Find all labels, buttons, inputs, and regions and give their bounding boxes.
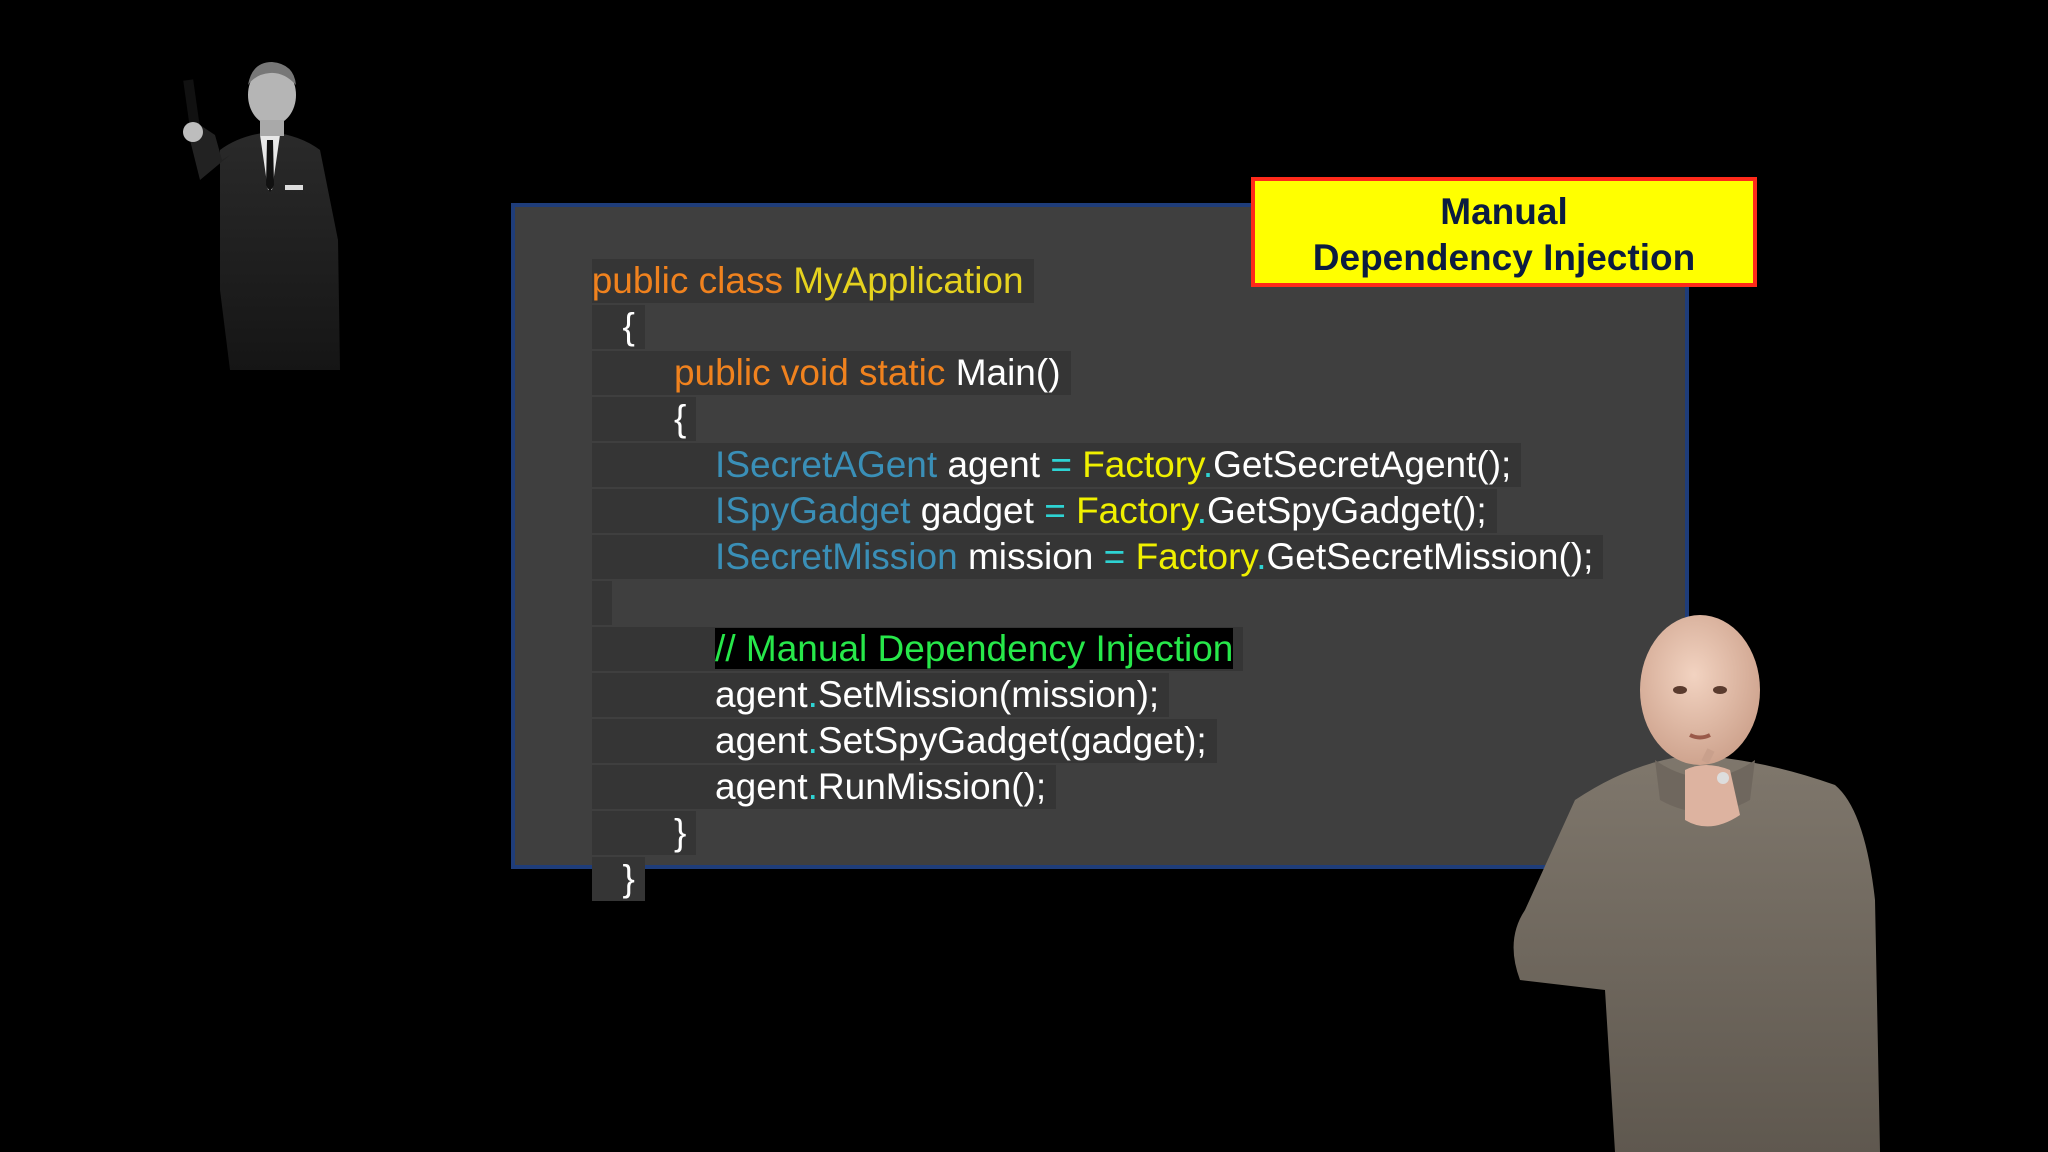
type-token: ISpyGadget xyxy=(715,490,911,531)
brace-token: } xyxy=(622,858,635,899)
bald-villain-photo xyxy=(1513,615,1880,1152)
dot-token: . xyxy=(807,720,818,761)
brace-token: { xyxy=(622,306,635,347)
code-line-close-brace-inner: } xyxy=(530,767,697,855)
code-line-close-brace: } xyxy=(530,813,645,901)
call-token: SetMission(mission); xyxy=(817,674,1160,715)
slide-title-box: Manual Dependency Injection xyxy=(1251,177,1757,287)
dot-token: . xyxy=(807,766,818,807)
code-line-mission: ISecretMission mission = Factory.GetSecr… xyxy=(530,491,1604,579)
operator-token: = xyxy=(1044,490,1066,531)
factory-token: Factory xyxy=(1135,536,1257,577)
call-token: GetSecretAgent(); xyxy=(1213,444,1512,485)
object-token: agent xyxy=(715,720,808,761)
code-panel: public class MyApplication { public void… xyxy=(511,203,1689,901)
code-line-comment: // Manual Dependency Injection xyxy=(530,583,1244,671)
dot-token: . xyxy=(1196,490,1207,531)
brace-token: { xyxy=(673,398,687,439)
factory-token: Factory xyxy=(1076,490,1197,531)
title-line-2: Dependency Injection xyxy=(1312,237,1696,278)
type-token: ISecretAGent xyxy=(715,444,938,485)
variable-token: agent xyxy=(947,444,1041,485)
call-token: SetSpyGadget(gadget); xyxy=(817,720,1207,761)
factory-token: Factory xyxy=(1082,444,1203,485)
object-token: agent xyxy=(715,674,808,715)
code-line-gadget: ISpyGadget gadget = Factory.GetSpyGadget… xyxy=(530,445,1497,533)
dot-token: . xyxy=(807,674,818,715)
code-line-main: public void static Main() xyxy=(530,307,1071,395)
object-token: agent xyxy=(715,766,808,807)
code-line-agent: ISecretAGent agent = Factory.GetSecretAg… xyxy=(530,399,1522,487)
code-line-set-mission: agent.SetMission(mission); xyxy=(530,629,1170,717)
class-name-token: MyApplication xyxy=(793,260,1024,301)
call-token: GetSpyGadget(); xyxy=(1206,490,1487,531)
variable-token: gadget xyxy=(920,490,1034,531)
operator-token: = xyxy=(1103,536,1126,577)
code-line-blank xyxy=(530,537,612,625)
brace-token: } xyxy=(673,812,687,853)
dot-token: . xyxy=(1202,444,1214,485)
code-line-run-mission: agent.RunMission(); xyxy=(530,721,1057,809)
code-line-open-brace: { xyxy=(530,261,645,349)
dot-token: . xyxy=(1256,536,1267,577)
code-line-open-brace-inner: { xyxy=(530,353,697,441)
call-token: GetSecretMission(); xyxy=(1266,536,1594,577)
code-line-class: public class MyApplication xyxy=(530,215,1034,303)
call-token: RunMission(); xyxy=(817,766,1047,807)
keyword-token: public class xyxy=(591,260,783,301)
code-line-set-gadget: agent.SetSpyGadget(gadget); xyxy=(530,675,1217,763)
title-line-1: Manual xyxy=(1440,191,1568,232)
operator-token: = xyxy=(1050,444,1072,485)
keyword-token: public void static xyxy=(673,352,946,393)
method-token: Main() xyxy=(955,352,1061,393)
variable-token: mission xyxy=(967,536,1094,577)
type-token: ISecretMission xyxy=(715,536,958,577)
spy-in-suit-photo xyxy=(183,62,340,370)
comment-token: // Manual Dependency Injection xyxy=(715,628,1234,669)
